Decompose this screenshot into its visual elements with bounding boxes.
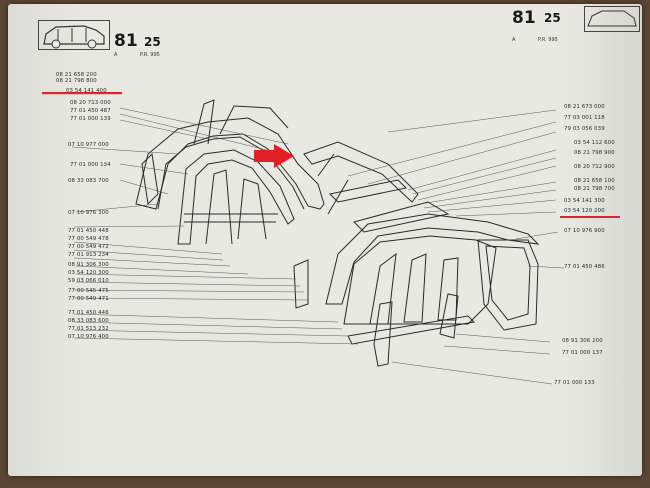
part-number-right: 08 21 673 000	[564, 104, 605, 110]
part-number-right: 77 01 000 133	[554, 380, 595, 386]
part-number-right: 08 91 306 200	[562, 338, 603, 344]
part-number-left: 08 33 083 700	[68, 178, 109, 184]
part-number-left: 77 01 000 139	[70, 116, 111, 122]
part-number-right: 03 54 112 600	[574, 140, 615, 146]
part-number-left: 77 01 513 232	[68, 326, 109, 332]
front-body-frame	[293, 179, 540, 367]
part-number-left: 77 00 549 478	[68, 236, 109, 242]
part-number-right: 77 01 450 486	[564, 264, 605, 270]
rear-body-frame	[135, 99, 419, 245]
highlight-arrow-icon	[254, 144, 294, 168]
part-number-right: 08 21 798 700	[574, 186, 615, 192]
part-number-left: 07 10 977 000	[68, 142, 109, 148]
part-number-left: 77 01 450 446	[68, 310, 109, 316]
part-number-right: 79 03 056 039	[564, 126, 605, 132]
part-number-left: 08 21 658 200	[56, 72, 97, 78]
part-number-left: 59 03 066 010	[68, 278, 109, 284]
part-number-right: 07 10 976 900	[564, 228, 605, 234]
part-number-left: 77 00 545 475	[68, 288, 109, 294]
part-number-left: 77 01 450 487	[70, 108, 111, 114]
part-number-left: 08 91 306 300	[68, 262, 109, 268]
part-number-left: 77 00 549 471	[68, 296, 109, 302]
part-number-right: 03 54 141 300	[564, 198, 605, 204]
section-letter-left: A	[114, 52, 118, 58]
page-suffix-right: 25	[544, 11, 561, 25]
part-number-left: 77 00 549 472	[68, 244, 109, 250]
part-number-right: 03 54 120 200	[564, 208, 605, 214]
part-number-left: 08 21 798 800	[56, 78, 97, 84]
part-number-left: 08 20 713 000	[70, 100, 111, 106]
part-number-left: 77 01 000 134	[70, 162, 111, 168]
ref-right: P.R. 995	[538, 37, 558, 43]
part-number-left: 08 33 083 600	[68, 318, 109, 324]
part-number-left: 77 01 913 234	[68, 252, 109, 258]
section-letter-right: A	[512, 37, 516, 43]
catalog-page: 81 25 A P.R. 995 81 25 A P.R. 995	[8, 4, 642, 476]
part-number-left: 03 54 141 400	[66, 88, 107, 94]
red-underline-left	[42, 92, 122, 95]
page-number-left: 81	[114, 31, 138, 51]
part-number-right: 08 20 712 900	[574, 164, 615, 170]
car-silhouette-icon-right	[584, 6, 640, 32]
part-number-right: 08 21 658 100	[574, 178, 615, 184]
part-number-right: 08 21 798 900	[574, 150, 615, 156]
red-underline-right	[560, 216, 620, 218]
car-silhouette-icon	[38, 20, 110, 50]
part-number-left: 07 10 976 300	[68, 210, 109, 216]
page-number-right: 81	[512, 8, 536, 28]
part-number-right: 77 01 000 137	[562, 350, 603, 356]
part-number-right: 77 03 001 118	[564, 115, 605, 121]
page-suffix-left: 25	[144, 35, 161, 49]
ref-left: P.R. 995	[140, 52, 160, 58]
part-number-left: 77 01 450 448	[68, 228, 109, 234]
leader-lines	[71, 107, 565, 385]
part-number-left: 07 10 976 400	[68, 334, 109, 340]
part-number-left: 03 54 120 300	[68, 270, 109, 276]
exploded-body-diagram	[42, 92, 620, 385]
